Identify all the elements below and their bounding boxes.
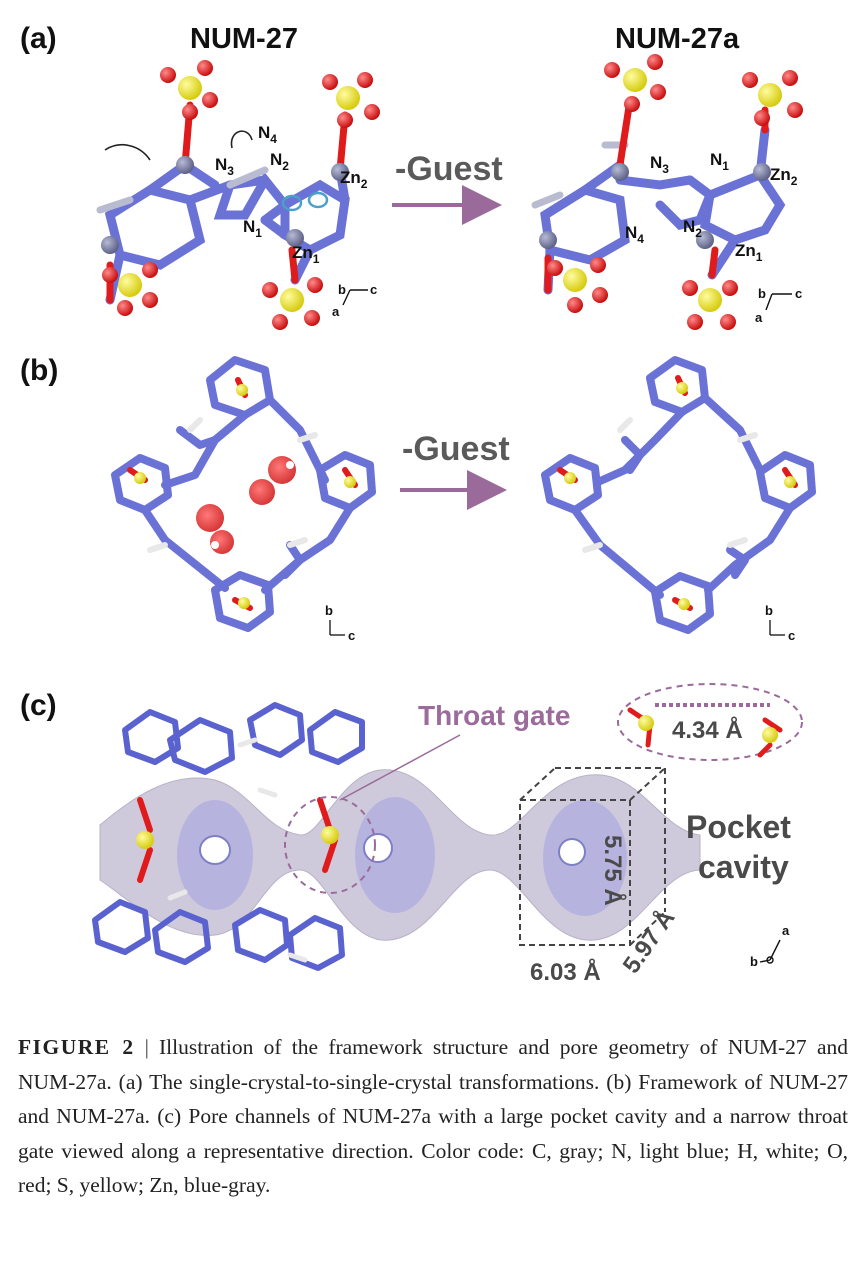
axis-c: c: [370, 282, 377, 297]
channel-framework: [92, 702, 365, 971]
panel-a-label: (a): [20, 22, 57, 55]
svg-text:Zn1: Zn1: [735, 241, 763, 264]
label-zn1-right: Zn: [735, 241, 756, 260]
zinc-atoms: [101, 156, 349, 254]
label-n2: N: [270, 150, 282, 169]
panel-a: (a) NUM-27 NUM-27a: [20, 22, 803, 330]
svg-text:N1: N1: [243, 217, 262, 240]
pocket-label-line2: cavity: [698, 849, 789, 885]
num27a-framework: [541, 356, 816, 634]
left-atom-labels: N4 N3 N2 N1 Zn2 Zn1: [215, 123, 368, 266]
label-n4-sub: 4: [270, 132, 277, 146]
svg-text:Zn1: Zn1: [292, 243, 320, 266]
sulfate-groups: [102, 60, 380, 330]
throat-gate-label: Throat gate: [418, 700, 570, 731]
label-zn1-sub: 1: [313, 252, 320, 266]
label-n4-right: N: [625, 223, 637, 242]
label-n4-right-sub: 4: [637, 232, 644, 246]
figure-2-graphic: (a) NUM-27 NUM-27a: [20, 22, 816, 986]
label-zn2-right: Zn: [770, 165, 791, 184]
label-n2-sub: 2: [282, 159, 289, 173]
caption-separator: |: [144, 1035, 149, 1059]
axes-c: b a: [750, 923, 790, 969]
svg-text:Zn2: Zn2: [770, 165, 798, 188]
label-zn2: Zn: [340, 168, 361, 187]
axis-c-b-right: c: [788, 628, 795, 643]
svg-text:N4: N4: [625, 223, 644, 246]
gate-distance-value: 4.34 Å: [672, 716, 743, 744]
svg-text:N4: N4: [258, 123, 277, 146]
label-n1-sub: 1: [255, 226, 262, 240]
svg-text:Zn2: Zn2: [340, 168, 368, 191]
axis-b-c: b: [750, 954, 758, 969]
guest-water-molecules: [196, 456, 296, 554]
pocket-height-label: 5.75 Å: [599, 835, 627, 906]
sulfate-groups-right: [547, 54, 803, 330]
axis-c-right: c: [795, 286, 802, 301]
svg-text:N1: N1: [710, 150, 729, 173]
label-n2-right: N: [683, 217, 695, 236]
svg-text:N2: N2: [270, 150, 289, 173]
label-n3: N: [215, 155, 227, 174]
panel-b-label: (b): [20, 354, 58, 387]
label-zn2-sub: 2: [361, 177, 368, 191]
label-n3-right: N: [650, 153, 662, 172]
axis-b-b-left: b: [325, 603, 333, 618]
caption-figure-label: FIGURE 2: [18, 1035, 135, 1059]
svg-text:N3: N3: [650, 153, 669, 176]
panel-a-left-title: NUM-27: [190, 23, 298, 55]
label-n1-right-sub: 1: [722, 159, 729, 173]
hydrogen-bond-markers: [281, 191, 329, 212]
zinc-atoms-right: [539, 163, 771, 249]
axes-a-right: b c a: [755, 286, 802, 325]
pocket-cavity-box: [519, 767, 666, 946]
right-atom-labels: N3 N1 Zn2 N2 N4 Zn1: [625, 150, 798, 264]
figure-caption: FIGURE 2 |Illustration of the framework s…: [18, 1030, 848, 1203]
pore-channel-surface: [99, 769, 701, 941]
label-n4: N: [258, 123, 270, 142]
num27a-structure: N3 N1 Zn2 N2 N4 Zn1 b c a: [531, 54, 803, 330]
pocket-label-line1: Pocket: [686, 809, 791, 845]
throat-gate-pointer: [339, 734, 461, 801]
panel-a-guest-text: -Guest: [395, 150, 503, 188]
label-n3-sub: 3: [227, 164, 234, 178]
num27a-framework-details: b c: [557, 375, 798, 643]
pocket-width-label: 6.03 Å: [530, 958, 601, 986]
svg-text:N3: N3: [215, 155, 234, 178]
panel-b: (b): [20, 354, 816, 643]
axis-c-b-left: c: [348, 628, 355, 643]
axis-b: b: [338, 282, 346, 297]
axis-a-c: a: [782, 923, 790, 938]
throat-gate-circle: [284, 796, 376, 894]
panel-b-guest-text: -Guest: [402, 430, 510, 468]
axes-a-left: b c a: [332, 282, 377, 319]
panel-c-label: (c): [20, 689, 57, 722]
panel-c: (c): [20, 683, 803, 986]
axis-a-right: a: [755, 310, 763, 325]
channel-framework-atoms: [136, 737, 339, 963]
label-zn1-right-sub: 1: [756, 250, 763, 264]
label-zn2-right-sub: 2: [791, 174, 798, 188]
caption-text: Illustration of the framework structure …: [18, 1035, 848, 1197]
label-n2-right-sub: 2: [695, 226, 702, 240]
label-n1: N: [243, 217, 255, 236]
guest-rotation-arrows: [104, 130, 253, 161]
num27-structure: N4 N3 N2 N1 Zn2 Zn1 b c a: [96, 60, 380, 330]
num27-framework-details: b c: [127, 377, 358, 643]
label-zn1: Zn: [292, 243, 313, 262]
panel-a-right-title: NUM-27a: [615, 23, 740, 55]
axis-b-b-right: b: [765, 603, 773, 618]
gate-distance-inset: 4.34 Å: [617, 683, 803, 761]
axis-b-right: b: [758, 286, 766, 301]
num27-framework: [111, 356, 376, 632]
label-n1-right: N: [710, 150, 722, 169]
axis-a: a: [332, 304, 340, 319]
svg-text:N2: N2: [683, 217, 702, 240]
label-n3-right-sub: 3: [662, 162, 669, 176]
